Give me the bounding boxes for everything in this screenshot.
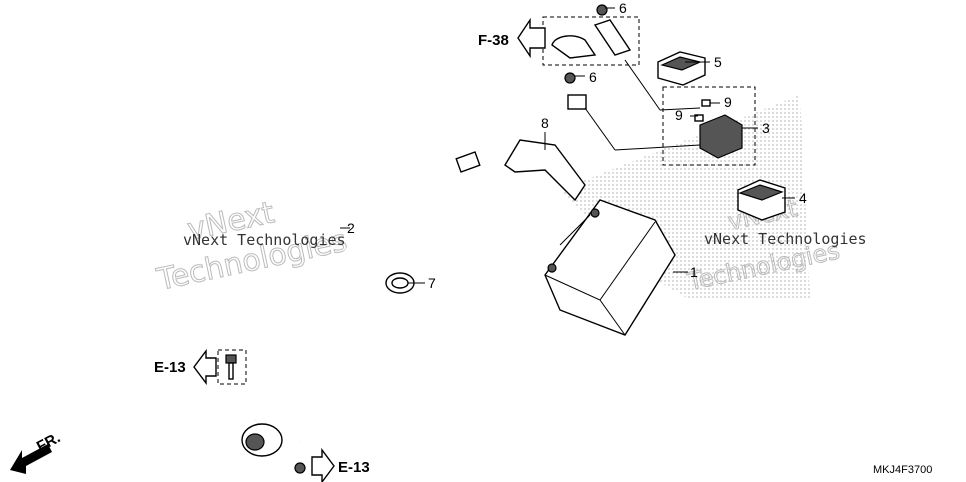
front-direction-indicator: FR. <box>10 429 63 474</box>
part-number-9-a: 9 <box>724 94 732 110</box>
watermark-small-right: vNext Technologies <box>704 230 867 248</box>
part-number-2: 2 <box>347 220 355 236</box>
ref-e13-lower-label: E-13 <box>338 459 370 476</box>
ref-e13-upper-label: E-13 <box>154 359 186 376</box>
part-number-7: 7 <box>428 275 436 291</box>
band <box>385 272 415 294</box>
regulator <box>662 86 756 166</box>
part-number-6-top: 6 <box>619 0 627 16</box>
bolt <box>217 349 247 385</box>
terminal-cap <box>657 51 706 86</box>
part-number-5: 5 <box>714 54 722 70</box>
ref-f38[interactable]: F-38 <box>478 17 546 59</box>
front-arrow-icon <box>10 444 52 474</box>
diagram-code: MKJ4F3700 <box>873 464 932 476</box>
part-number-4: 4 <box>799 190 807 206</box>
part-number-1: 1 <box>690 264 698 280</box>
ref-f38-label: F-38 <box>478 32 509 49</box>
rubber-cover <box>737 179 786 221</box>
battery-strap <box>504 139 586 202</box>
bracket-group <box>542 4 640 84</box>
ref-e13-upper[interactable]: E-13 <box>154 348 217 386</box>
battery-cable <box>241 82 587 474</box>
part-number-9-b: 9 <box>675 107 683 123</box>
ref-e13-lower[interactable]: E-13 <box>311 447 370 482</box>
part-number-6-mid: 6 <box>589 69 597 85</box>
leader-lines <box>340 7 795 284</box>
battery <box>544 199 676 336</box>
part-number-8: 8 <box>541 115 549 131</box>
part-number-3: 3 <box>762 120 770 136</box>
watermark-small-left: vNext Technologies <box>183 231 346 249</box>
